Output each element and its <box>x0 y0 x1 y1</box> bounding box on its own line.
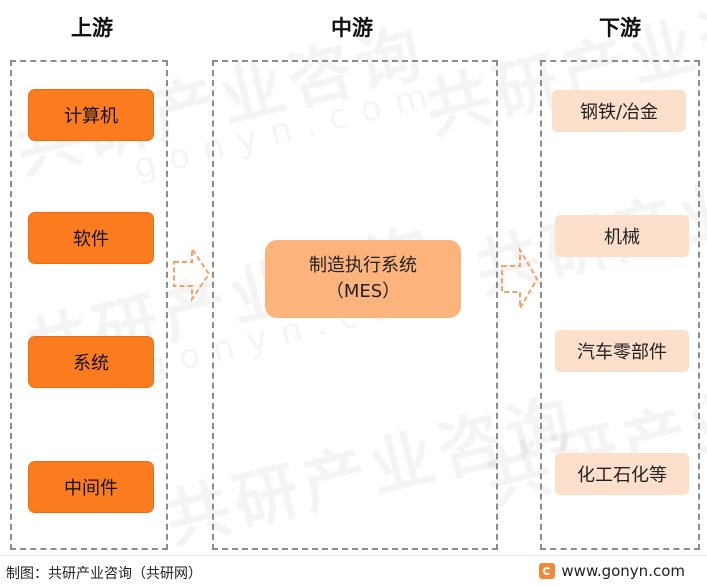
downstream-panel <box>540 60 700 550</box>
midstream-line2: （MES） <box>325 281 401 302</box>
right-arrow-icon <box>501 246 539 312</box>
upstream-item-middleware: 中间件 <box>28 461 154 513</box>
downstream-item-machinery: 机械 <box>555 215 689 257</box>
downstream-item-steel: 钢铁/冶金 <box>552 90 686 132</box>
upstream-item-software: 软件 <box>28 212 154 264</box>
right-arrow-icon <box>173 246 211 302</box>
midstream-panel <box>212 60 498 550</box>
footer-website: www.gonyn.com <box>561 562 685 580</box>
upstream-item-computer: 计算机 <box>28 89 154 141</box>
downstream-item-chemicals: 化工石化等 <box>555 453 689 495</box>
upstream-panel <box>10 60 168 550</box>
midstream-mes-box: 制造执行系统 （MES） <box>265 240 461 318</box>
footer: 制图：共研产业咨询（共研网） www.gonyn.com <box>0 555 707 586</box>
downstream-title: 下游 <box>599 16 641 40</box>
downstream-item-auto-parts: 汽车零部件 <box>555 330 689 372</box>
footer-source: 制图：共研产业咨询（共研网） <box>6 566 202 582</box>
midstream-title: 中游 <box>331 16 373 40</box>
upstream-item-system: 系统 <box>28 336 154 388</box>
footer-brand: www.gonyn.com <box>539 562 685 580</box>
gonyn-logo-icon <box>539 563 556 579</box>
midstream-line1: 制造执行系统 <box>309 255 417 276</box>
upstream-title: 上游 <box>71 16 113 40</box>
